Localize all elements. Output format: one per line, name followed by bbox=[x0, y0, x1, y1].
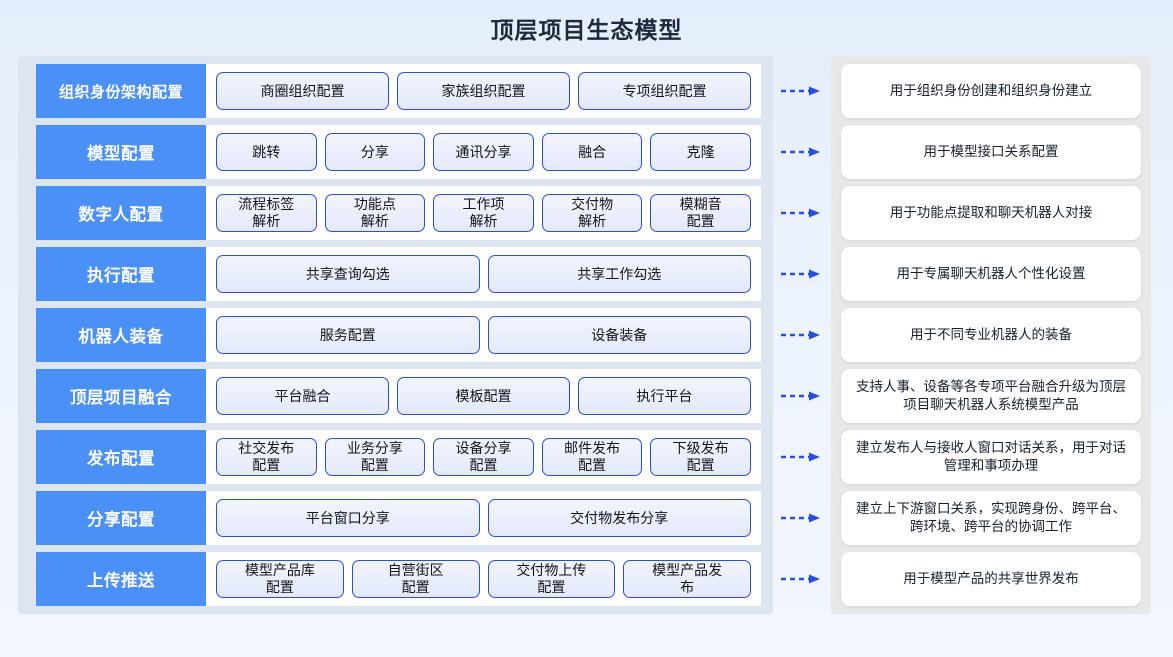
chip-button[interactable]: 模板配置 bbox=[397, 377, 570, 415]
chip-button[interactable]: 共享查询勾选 bbox=[216, 255, 480, 293]
chip-button[interactable]: 交付物发布分享 bbox=[487, 499, 751, 537]
chip-button[interactable]: 交付物 解析 bbox=[541, 194, 643, 232]
arrow-cell-0 bbox=[773, 64, 831, 118]
row-label-5[interactable]: 顶层项目融合 bbox=[36, 369, 206, 423]
chip-button[interactable]: 工作项 解析 bbox=[433, 194, 534, 232]
chip-button[interactable]: 自营街区 配置 bbox=[351, 560, 480, 598]
row-items-7: 平台窗口分享交付物发布分享 bbox=[206, 491, 761, 545]
row-items-4: 服务配置设备装备 bbox=[206, 308, 761, 362]
capability-row: 顶层项目融合平台融合模板配置执行平台 bbox=[36, 369, 761, 423]
row-label-3[interactable]: 执行配置 bbox=[36, 247, 206, 301]
capability-row: 机器人装备服务配置设备装备 bbox=[36, 308, 761, 362]
row-items-1: 跳转分享通讯分享融合克隆 bbox=[206, 125, 761, 179]
dashed-arrow-right-icon bbox=[781, 330, 820, 340]
dashed-arrow-right-icon bbox=[781, 269, 820, 279]
row-items-8: 模型产品库 配置自营街区 配置交付物上传 配置模型产品发 布 bbox=[206, 552, 761, 606]
arrow-cell-6 bbox=[773, 430, 831, 484]
arrow-connector-column bbox=[773, 56, 831, 614]
chip-button[interactable]: 邮件发布 配置 bbox=[541, 438, 643, 476]
chip-button[interactable]: 流程标签 解析 bbox=[216, 194, 317, 232]
capability-row: 发布配置社交发布 配置业务分享 配置设备分享 配置邮件发布 配置下级发布 配置 bbox=[36, 430, 761, 484]
description-panel: 用于组织身份创建和组织身份建立用于模型接口关系配置用于功能点提取和聊天机器人对接… bbox=[831, 56, 1151, 614]
row-label-7[interactable]: 分享配置 bbox=[36, 491, 206, 545]
description-card: 用于组织身份创建和组织身份建立 bbox=[841, 64, 1141, 118]
page-header: 顶层项目生态模型 bbox=[0, 0, 1173, 56]
description-card: 用于功能点提取和聊天机器人对接 bbox=[841, 186, 1141, 240]
page-title: 顶层项目生态模型 bbox=[490, 17, 683, 43]
chip-button[interactable]: 克隆 bbox=[650, 133, 751, 171]
description-card: 用于专属聊天机器人个性化设置 bbox=[841, 247, 1141, 301]
chip-button[interactable]: 家族组织配置 bbox=[397, 72, 570, 110]
chip-button[interactable]: 业务分享 配置 bbox=[324, 438, 426, 476]
chip-button[interactable]: 融合 bbox=[541, 133, 643, 171]
chip-button[interactable]: 服务配置 bbox=[216, 316, 480, 354]
arrow-cell-8 bbox=[773, 552, 831, 606]
chip-button[interactable]: 模型产品库 配置 bbox=[216, 560, 344, 598]
dashed-arrow-right-icon bbox=[781, 208, 820, 218]
arrow-cell-1 bbox=[773, 125, 831, 179]
chip-button[interactable]: 专项组织配置 bbox=[578, 72, 751, 110]
row-label-8[interactable]: 上传推送 bbox=[36, 552, 206, 606]
chip-button[interactable]: 平台融合 bbox=[216, 377, 389, 415]
chip-button[interactable]: 交付物上传 配置 bbox=[487, 560, 616, 598]
capability-row: 上传推送模型产品库 配置自营街区 配置交付物上传 配置模型产品发 布 bbox=[36, 552, 761, 606]
description-card: 用于模型产品的共享世界发布 bbox=[841, 552, 1141, 606]
chip-button[interactable]: 共享工作勾选 bbox=[487, 255, 751, 293]
description-card: 用于模型接口关系配置 bbox=[841, 125, 1141, 179]
arrow-cell-7 bbox=[773, 491, 831, 545]
chip-button[interactable]: 平台窗口分享 bbox=[216, 499, 480, 537]
arrow-cell-3 bbox=[773, 247, 831, 301]
description-card: 支持人事、设备等各专项平台融合升级为顶层项目聊天机器人系统模型产品 bbox=[841, 369, 1141, 423]
chip-button[interactable]: 设备装备 bbox=[487, 316, 751, 354]
description-card: 用于不同专业机器人的装备 bbox=[841, 308, 1141, 362]
row-items-3: 共享查询勾选共享工作勾选 bbox=[206, 247, 761, 301]
row-label-1[interactable]: 模型配置 bbox=[36, 125, 206, 179]
capability-row: 分享配置平台窗口分享交付物发布分享 bbox=[36, 491, 761, 545]
dashed-arrow-right-icon bbox=[781, 86, 820, 96]
chip-button[interactable]: 模糊音 配置 bbox=[650, 194, 751, 232]
chip-button[interactable]: 商圈组织配置 bbox=[216, 72, 389, 110]
capability-row: 组织身份架构配置商圈组织配置家族组织配置专项组织配置 bbox=[36, 64, 761, 118]
row-items-6: 社交发布 配置业务分享 配置设备分享 配置邮件发布 配置下级发布 配置 bbox=[206, 430, 761, 484]
row-label-6[interactable]: 发布配置 bbox=[36, 430, 206, 484]
dashed-arrow-right-icon bbox=[781, 513, 820, 523]
description-card: 建立上下游窗口关系，实现跨身份、跨平台、跨环境、跨平台的协调工作 bbox=[841, 491, 1141, 545]
chip-button[interactable]: 社交发布 配置 bbox=[216, 438, 317, 476]
capability-row: 执行配置共享查询勾选共享工作勾选 bbox=[36, 247, 761, 301]
chip-button[interactable]: 分享 bbox=[324, 133, 426, 171]
arrow-cell-5 bbox=[773, 369, 831, 423]
capability-row: 数字人配置流程标签 解析功能点 解析工作项 解析交付物 解析模糊音 配置 bbox=[36, 186, 761, 240]
dashed-arrow-right-icon bbox=[781, 574, 820, 584]
arrow-cell-2 bbox=[773, 186, 831, 240]
chip-button[interactable]: 跳转 bbox=[216, 133, 317, 171]
capability-matrix-panel: 组织身份架构配置商圈组织配置家族组织配置专项组织配置模型配置跳转分享通讯分享融合… bbox=[18, 56, 773, 614]
arrow-cell-4 bbox=[773, 308, 831, 362]
dashed-arrow-right-icon bbox=[781, 147, 820, 157]
diagram-stage: 组织身份架构配置商圈组织配置家族组织配置专项组织配置模型配置跳转分享通讯分享融合… bbox=[0, 56, 1173, 657]
dashed-arrow-right-icon bbox=[781, 452, 820, 462]
description-card: 建立发布人与接收人窗口对话关系，用于对话管理和事项办理 bbox=[841, 430, 1141, 484]
chip-button[interactable]: 模型产品发 布 bbox=[623, 560, 751, 598]
capability-row: 模型配置跳转分享通讯分享融合克隆 bbox=[36, 125, 761, 179]
row-label-0[interactable]: 组织身份架构配置 bbox=[36, 64, 206, 118]
row-label-2[interactable]: 数字人配置 bbox=[36, 186, 206, 240]
row-items-0: 商圈组织配置家族组织配置专项组织配置 bbox=[206, 64, 761, 118]
dashed-arrow-right-icon bbox=[781, 391, 820, 401]
chip-button[interactable]: 设备分享 配置 bbox=[433, 438, 534, 476]
chip-button[interactable]: 功能点 解析 bbox=[324, 194, 426, 232]
row-label-4[interactable]: 机器人装备 bbox=[36, 308, 206, 362]
row-items-5: 平台融合模板配置执行平台 bbox=[206, 369, 761, 423]
chip-button[interactable]: 执行平台 bbox=[578, 377, 751, 415]
chip-button[interactable]: 通讯分享 bbox=[433, 133, 534, 171]
chip-button[interactable]: 下级发布 配置 bbox=[650, 438, 751, 476]
row-items-2: 流程标签 解析功能点 解析工作项 解析交付物 解析模糊音 配置 bbox=[206, 186, 761, 240]
